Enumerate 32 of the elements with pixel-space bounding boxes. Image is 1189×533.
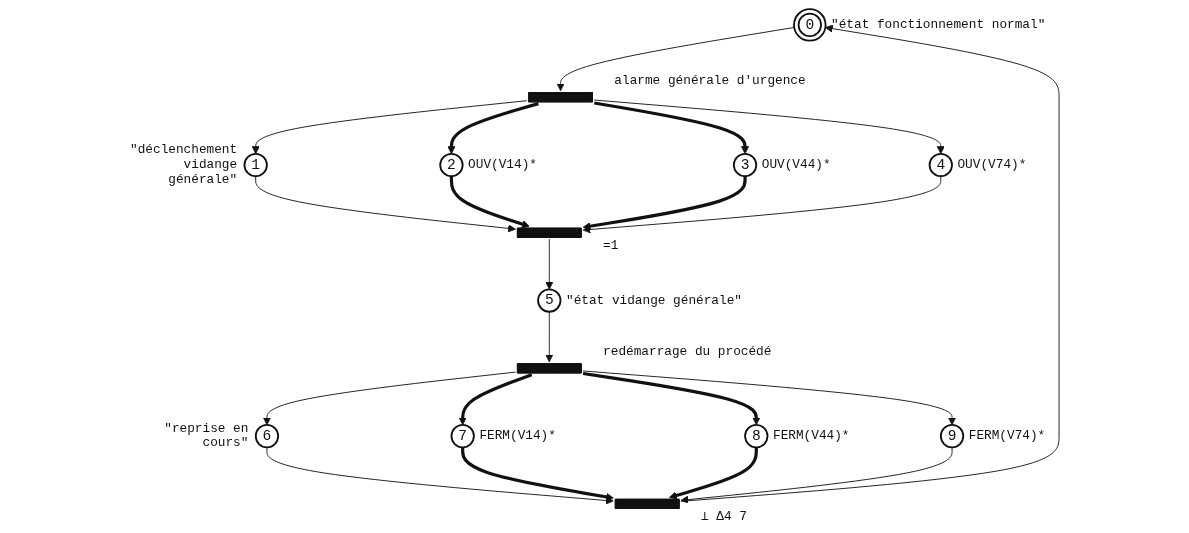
arrow xyxy=(447,102,539,155)
node-circle: 3 xyxy=(732,152,758,178)
node-circle: 6 xyxy=(254,423,280,449)
node-circle: 5 xyxy=(537,288,562,313)
arrow xyxy=(461,447,614,501)
node-circle: 8 xyxy=(744,423,769,449)
node-circle: 9 xyxy=(939,423,965,449)
node-caption: OUV(V44)* xyxy=(761,157,831,173)
arrow xyxy=(458,373,533,426)
node-circle: 0 xyxy=(793,8,827,42)
node-caption: alarme générale d'urgence xyxy=(614,73,806,89)
arrow xyxy=(582,176,747,231)
node-caption: OUV(V14)* xyxy=(468,157,537,173)
node-caption: redémarrage du procédé xyxy=(603,344,772,360)
node-caption: FERM(V74)* xyxy=(968,428,1046,444)
node-caption: ⊥ Δ4 7 xyxy=(701,509,747,524)
node-caption: OUV(V74)* xyxy=(957,157,1027,173)
arrow xyxy=(582,371,761,426)
node-circle: 1 xyxy=(243,152,268,178)
node-caption: FERM(V14)* xyxy=(479,428,556,444)
arrow xyxy=(449,176,530,228)
node-caption: FERM(V44)* xyxy=(773,428,850,444)
arrow xyxy=(668,447,758,500)
arrow xyxy=(594,101,750,155)
node-caption: "déclenchement vidange générale" xyxy=(130,142,238,187)
node-caption: "état vidange générale" xyxy=(566,292,742,308)
node-caption: "reprise en cours" xyxy=(164,421,249,451)
node-caption: =1 xyxy=(603,237,619,253)
node-circle: 2 xyxy=(439,152,464,178)
node-caption: "état fonctionnement normal" xyxy=(831,17,1046,33)
node-circle: 7 xyxy=(450,423,475,449)
node-circle: 4 xyxy=(928,152,953,178)
